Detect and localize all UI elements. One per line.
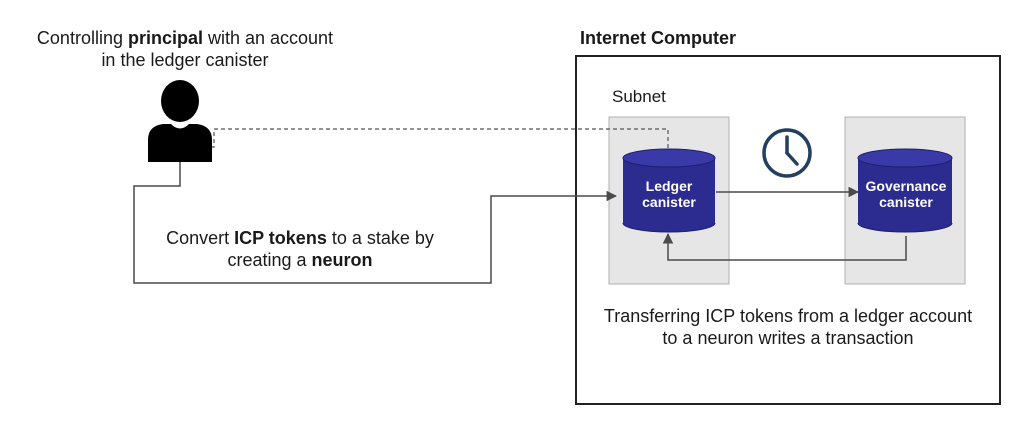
convert-line1-suffix: to a stake by: [326, 228, 434, 248]
transaction-caption: Transferring ICP tokens from a ledger ac…: [588, 305, 988, 349]
principal-caption: Controlling principal with an account in…: [20, 27, 350, 71]
convert-line1-prefix: Convert: [166, 228, 235, 248]
transaction-caption-line2: to a neuron writes a transaction: [662, 328, 914, 348]
convert-line2-prefix: creating a: [227, 250, 312, 270]
governance-label-line2: canister: [879, 194, 933, 210]
governance-cylinder: [857, 148, 953, 233]
convert-caption: Convert ICP tokens to a stake by creatin…: [150, 227, 450, 271]
governance-to-ledger-arrow: [662, 232, 907, 261]
convert-line2-bold: neuron: [311, 250, 373, 270]
principal-caption-bold: principal: [127, 28, 203, 48]
principal-caption-line2: in the ledger canister: [101, 50, 269, 70]
user-silhouette-icon: [148, 80, 212, 162]
convert-flow-arrow: [133, 162, 618, 284]
ledger-canister-label: Ledger canister: [623, 178, 715, 210]
convert-line1-bold: ICP tokens: [234, 228, 327, 248]
subnet-label: Subnet: [612, 87, 666, 106]
transaction-caption-line1: Transferring ICP tokens from a ledger ac…: [603, 306, 973, 326]
dashed-link: [190, 128, 669, 150]
ledger-cylinder: [622, 148, 716, 233]
governance-canister-label: Governance canister: [858, 178, 954, 210]
ledger-label-line1: Ledger: [645, 178, 693, 194]
internet-computer-title: Internet Computer: [580, 28, 737, 48]
ledger-label-line2: canister: [642, 194, 696, 210]
principal-caption-prefix: Controlling: [36, 28, 128, 48]
clock-icon: [762, 128, 812, 178]
governance-label-line1: Governance: [865, 178, 947, 194]
principal-caption-suffix: with an account: [202, 28, 334, 48]
internet-computer-box: [575, 55, 1001, 405]
